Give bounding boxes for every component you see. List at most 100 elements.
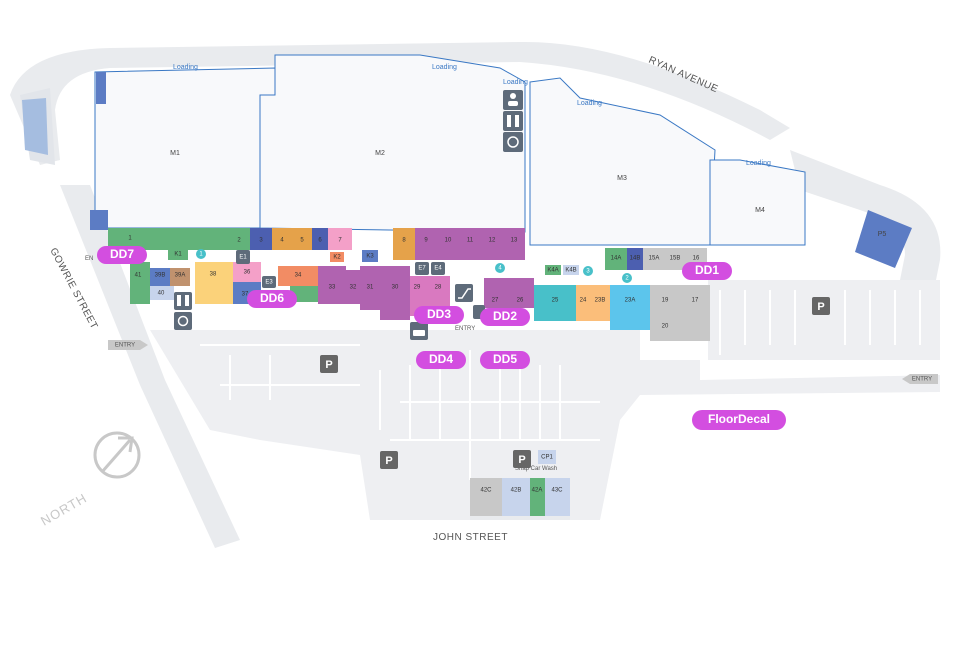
taxi-icon xyxy=(410,322,428,340)
marker-dd6[interactable]: DD6 xyxy=(247,290,297,308)
unit-43c-label: 43C xyxy=(551,488,563,494)
anchor-m3 xyxy=(529,77,716,246)
anchor-m4 xyxy=(709,159,806,246)
unit-29-label: 29 xyxy=(414,285,421,291)
anchor-m4-label: M4 xyxy=(755,207,765,214)
unit-33-label: 33 xyxy=(329,285,336,291)
entry-centre-label: ENTRY xyxy=(455,326,475,332)
entry-west: ENTRY xyxy=(108,340,148,350)
marker-dd5[interactable]: DD5 xyxy=(480,351,530,369)
parking-bays xyxy=(200,290,921,480)
marker-dd1[interactable]: DD1 xyxy=(682,262,732,280)
svg-text:P: P xyxy=(518,454,525,466)
kiosk-k1-label: K1 xyxy=(174,252,182,258)
unit-36-label: 36 xyxy=(244,270,251,276)
parking-icon-south-west: P xyxy=(380,451,398,469)
snap-car-wash-label: Snap Car Wash xyxy=(515,466,557,472)
svg-text:DD6: DD6 xyxy=(260,291,284,305)
parking-icon-centre: P xyxy=(320,355,338,373)
marker-dd4[interactable]: DD4 xyxy=(416,351,466,369)
unit-19-label: 19 xyxy=(662,298,669,304)
parking-icon-south: P xyxy=(513,450,531,468)
unit-34-label: 34 xyxy=(295,273,302,279)
unit-31-label: 31 xyxy=(367,285,374,291)
stair-e1-icon: E1 xyxy=(236,250,250,264)
unit-15a-label: 15A xyxy=(649,256,660,262)
entry-west-label: ENTRY xyxy=(115,343,135,349)
unit-23b-label: 23B xyxy=(595,298,606,304)
svg-text:FloorDecal: FloorDecal xyxy=(708,412,770,426)
loading-label-m4: Loading xyxy=(746,160,771,167)
unit-3-label: 3 xyxy=(259,238,263,244)
unit-11-label: 11 xyxy=(467,238,474,244)
unit-40-label: 40 xyxy=(158,291,165,297)
amenity-icons: E1 E3 E7 E4 1 2 3 4 xyxy=(174,90,632,340)
anchor-buildings xyxy=(94,54,806,246)
svg-text:2: 2 xyxy=(625,276,629,282)
parking-icons: P P P P xyxy=(320,297,830,469)
svg-text:P: P xyxy=(385,455,392,467)
accessible-icon-west xyxy=(174,312,192,330)
north-compass-icon xyxy=(93,431,141,479)
svg-text:E7: E7 xyxy=(418,266,426,272)
unit-4-label: 4 xyxy=(280,238,284,244)
unit-37-label: 37 xyxy=(242,292,249,298)
unit-26-label: 26 xyxy=(517,298,524,304)
unit-28-label: 28 xyxy=(435,285,442,291)
unit-24-label: 24 xyxy=(580,298,587,304)
unit-41-label: 41 xyxy=(135,273,142,279)
svg-text:E1: E1 xyxy=(239,255,247,261)
unit-39b-label: 39B xyxy=(155,273,166,279)
svg-text:4: 4 xyxy=(498,266,502,272)
loading-label-m3: Loading xyxy=(577,100,602,107)
unit-15b-label: 15B xyxy=(670,256,681,262)
decal-markers[interactable]: DD7 DD6 DD3 DD2 DD1 DD4 DD5 FloorDecal xyxy=(97,246,786,430)
stair-e3-icon: E3 xyxy=(262,276,276,288)
unit-2-label: 2 xyxy=(237,238,241,244)
stair-e7-icon: E7 xyxy=(415,262,429,275)
anchor-p5-label: P5 xyxy=(878,231,887,238)
svg-text:DD4: DD4 xyxy=(429,352,453,366)
marker-dd2[interactable]: DD2 xyxy=(480,308,530,326)
svg-text:P: P xyxy=(325,359,332,371)
unit-32-label: 32 xyxy=(350,285,357,291)
svg-text:1: 1 xyxy=(199,252,203,258)
kiosk-k2-label: K2 xyxy=(333,255,341,261)
loading-label-amenities: Loading xyxy=(503,79,528,86)
unit-38-label: 38 xyxy=(210,272,217,278)
unit-30-label: 30 xyxy=(392,285,399,291)
loading-label-m1: Loading xyxy=(173,64,198,71)
unit-42c-label: 42C xyxy=(480,488,492,494)
info-point-1-icon: 1 xyxy=(196,249,206,259)
marker-dd7[interactable]: DD7 xyxy=(97,246,147,264)
anchor-m1-label: M1 xyxy=(170,150,180,157)
escalator-icon xyxy=(455,284,473,302)
marker-dd3[interactable]: DD3 xyxy=(414,306,464,324)
svg-text:3: 3 xyxy=(586,269,590,275)
unit-23a-label: 23A xyxy=(625,298,636,304)
toilets-icon xyxy=(503,111,523,131)
toilets-icon-west xyxy=(174,292,192,310)
kiosk-k3-label: K3 xyxy=(366,254,374,260)
unit-17-label: 17 xyxy=(692,298,699,304)
unit-42b-label: 42B xyxy=(511,488,522,494)
svg-text:DD3: DD3 xyxy=(427,307,451,321)
anchor-m2-label: M2 xyxy=(375,150,385,157)
anchor-m3-label: M3 xyxy=(617,175,627,182)
svg-text:P: P xyxy=(817,301,824,313)
unit-20-label: 20 xyxy=(662,324,669,330)
unit-8-label: 8 xyxy=(402,238,406,244)
marker-floor-decal[interactable]: FloorDecal xyxy=(692,410,786,430)
unit-labels: 1 2 3 4 5 6 7 8 9 10 11 12 13 14A 14B 15… xyxy=(128,236,700,494)
stair-e4-icon: E4 xyxy=(431,262,445,275)
unit-42a-label: 42A xyxy=(532,488,543,494)
loading-labels: Loading Loading Loading Loading Loading xyxy=(173,64,771,167)
svg-text:DD1: DD1 xyxy=(695,263,719,277)
baby-change-icon xyxy=(503,90,523,110)
roads xyxy=(10,41,941,548)
unit-16-label: 16 xyxy=(693,256,700,262)
john-street-label: JOHN STREET xyxy=(433,532,508,543)
unit-5-label: 5 xyxy=(300,238,304,244)
entry-nw-label: EN xyxy=(85,256,93,262)
